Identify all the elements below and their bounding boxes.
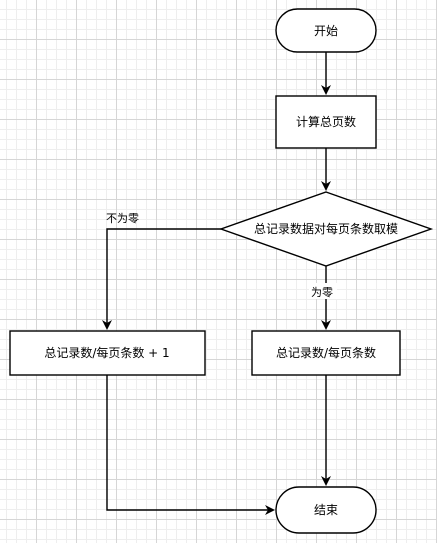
start-node-label: 开始	[314, 24, 338, 38]
pages-exact-node: 总记录数/每页条数	[251, 330, 401, 376]
end-node-label: 结束	[314, 503, 338, 517]
pages-exact-label: 总记录数/每页条数	[276, 345, 376, 360]
pages-plus-one-node: 总记录数/每页条数 + 1	[9, 330, 206, 376]
modulo-decision-label: 总记录数据对每页条数取模	[254, 221, 398, 236]
edge-label-not-zero: 不为零	[106, 212, 139, 225]
edge-plus-one-to-end	[106, 375, 275, 515]
svg-text:为零: 为零	[311, 286, 333, 299]
end-node: 结束	[275, 486, 377, 534]
edge-label-zero: 为零	[309, 283, 337, 299]
pages-plus-one-label: 总记录数/每页条数 + 1	[44, 345, 169, 360]
modulo-decision-node: 总记录数据对每页条数取模	[218, 191, 434, 267]
compute-total-pages-node: 计算总页数	[275, 95, 377, 149]
edge-decision-to-plus-one	[102, 228, 221, 330]
compute-total-pages-label: 计算总页数	[296, 114, 356, 129]
start-node: 开始	[275, 8, 377, 53]
svg-text:不为零: 不为零	[106, 212, 139, 225]
